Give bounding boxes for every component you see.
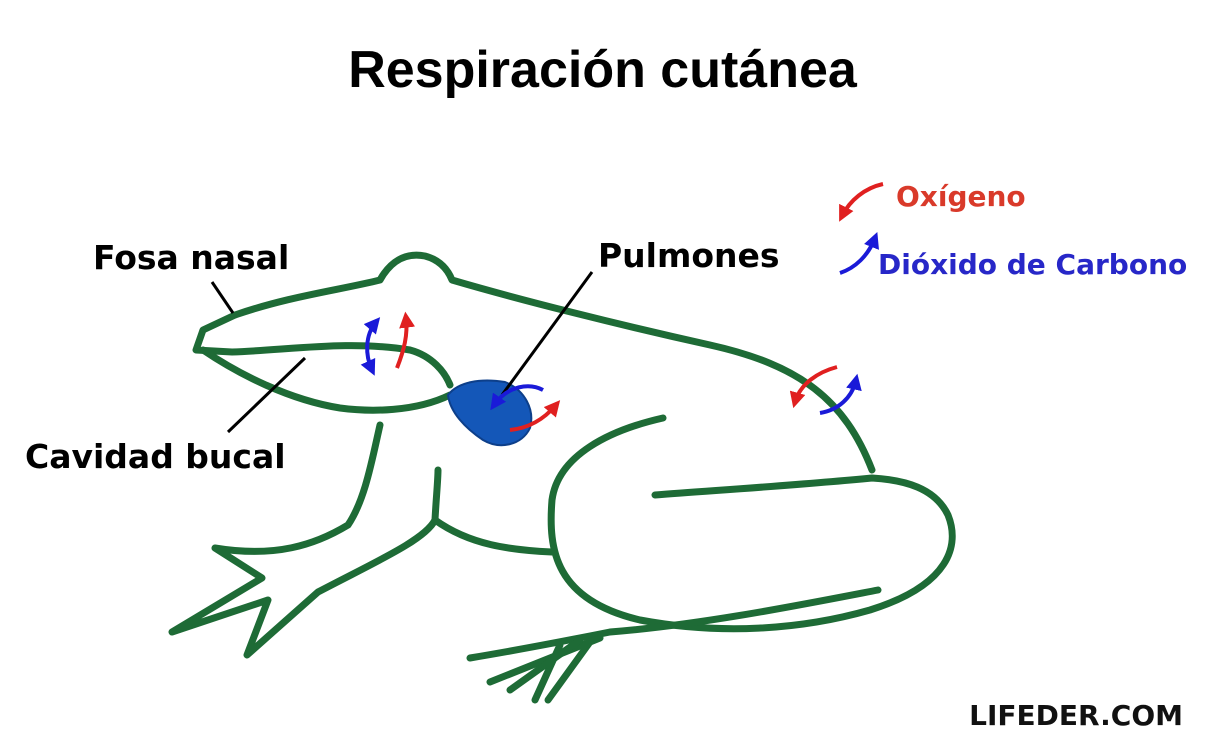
legend-oxigeno: Oxígeno: [896, 180, 1026, 213]
frog-snout: [192, 311, 454, 389]
legend-dioxido: Dióxido de Carbono: [878, 248, 1188, 281]
skin-co2-arrow-icon: [819, 373, 862, 415]
lung-o2-arrow-icon: [509, 400, 561, 432]
frog-belly: [431, 516, 556, 556]
label-pointers: [210, 271, 594, 434]
label-fosa-nasal: Fosa nasal: [93, 238, 290, 277]
frog-toe-4: [544, 638, 594, 704]
pointer-fosa-nasal: [210, 281, 235, 314]
legend-co2-arrow-icon: [839, 232, 879, 275]
frog-hind-foot: [466, 586, 882, 662]
frog-back: [231, 251, 876, 474]
label-pulmones: Pulmones: [598, 236, 780, 275]
diagram-title: Respiración cutánea: [348, 41, 857, 99]
frog-toe-3: [531, 641, 564, 704]
frog-outline: [168, 251, 956, 704]
mouth-o2-arrow-icon: [395, 311, 416, 369]
brand-logo-text: LIFEDER.COM: [969, 699, 1183, 732]
frog-thigh: [547, 414, 956, 633]
frog-jaw: [199, 346, 454, 414]
legend-oxygen-arrow-icon: [839, 182, 884, 222]
mouth-co2-arrow-icon: [360, 317, 381, 376]
label-cavidad-bucal: Cavidad bucal: [25, 437, 286, 476]
frog-toe-2: [506, 636, 584, 694]
pointer-pulmones: [500, 271, 594, 396]
lung-shape: [446, 379, 533, 447]
skin-o2-arrow-icon: [789, 365, 838, 409]
pointer-cavidad-bucal: [226, 356, 307, 434]
lung-co2-arrow-icon: [490, 384, 544, 411]
